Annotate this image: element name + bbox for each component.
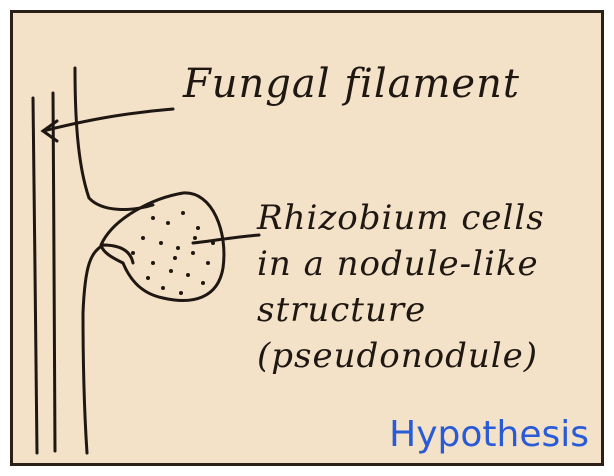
fungal-filament-label: Fungal filament xyxy=(183,61,520,107)
filament-line-right-upper xyxy=(75,68,153,209)
sketch-frame: Fungal filament Rhizobium cells in a nod… xyxy=(10,10,604,466)
rhizobium-label-line: (pseudonodule) xyxy=(257,333,545,379)
rhizobium-label: Rhizobium cells in a nodule-like structu… xyxy=(257,195,545,379)
rhizobium-label-line: in a nodule-like xyxy=(257,241,545,287)
fungal-arrow-line xyxy=(43,109,173,131)
hypothesis-caption: Hypothesis xyxy=(389,414,589,455)
fungal-arrow-head xyxy=(43,121,57,141)
filament-line-right-tail xyxy=(83,313,87,453)
filament-line-left xyxy=(33,98,37,453)
rhizobium-label-line: Rhizobium cells xyxy=(257,195,545,241)
filament-line-mid xyxy=(53,93,55,451)
rhizobium-pointer-line xyxy=(193,235,259,243)
rhizobium-label-line: structure xyxy=(257,287,545,333)
rhizobium-cells-stipple xyxy=(131,211,215,295)
